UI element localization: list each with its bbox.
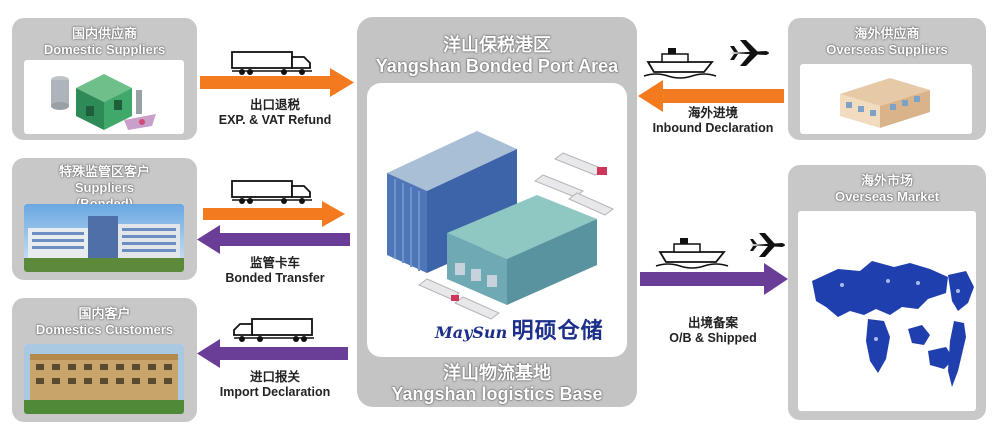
building-icon <box>24 344 184 414</box>
label-en: Import Declaration <box>219 385 331 399</box>
center-base-en: Yangshan logistics Base <box>391 384 603 404</box>
arrow-import-declaration <box>197 339 348 368</box>
label-en: Inbound Declaration <box>652 121 774 135</box>
overseas-factory-image <box>800 64 972 134</box>
label-cn: 海外进境 <box>687 106 738 120</box>
factory-image <box>24 60 184 134</box>
building-icon <box>840 78 930 128</box>
panel-domestic-customers: 国内客户 Domestics Customers <box>12 298 197 422</box>
center-title-en: Yangshan Bonded Port Area <box>375 56 619 76</box>
panel-title: 特殊监管区客户 Suppliers (Bonded) <box>12 164 197 212</box>
panel-title-en: Domestics Customers <box>35 322 174 337</box>
panel-title-cn: 国内供应商 <box>71 26 137 41</box>
panel-title-en: Overseas Suppliers <box>826 42 948 57</box>
warehouse-icon <box>387 131 614 320</box>
arrow-bonded-in <box>203 201 345 227</box>
label-import-declaration: 进口报关 Import Declaration <box>200 370 350 400</box>
airplane-icon <box>730 40 769 66</box>
center-base-cn: 洋山物流基地 <box>443 363 551 383</box>
panel-domestic-suppliers: 国内供应商 Domestic Suppliers <box>12 18 197 140</box>
panel-title-cn: 特殊监管区客户 <box>58 164 150 179</box>
center-base: 洋山物流基地 Yangshan logistics Base <box>357 363 637 405</box>
panel-overseas-market: 海外市场 Overseas Market <box>788 165 986 420</box>
label-cn: 监管卡车 <box>249 256 300 270</box>
warehouse-image: MaySun 明硕仓储 <box>367 83 627 357</box>
label-export-refund: 出口退税 EXP. & VAT Refund <box>200 98 350 128</box>
label-cn: 出境备案 <box>687 316 738 330</box>
label-en: Bonded Transfer <box>225 271 325 285</box>
logo-latin: MaySun <box>435 323 508 342</box>
arrow-bonded-out <box>197 225 350 254</box>
panel-overseas-suppliers: 海外供应商 Overseas Suppliers <box>788 18 986 140</box>
panel-yangshan-bonded-port: 洋山保税港区 Yangshan Bonded Port Area <box>357 17 637 407</box>
logo-cn: 明硕仓储 <box>511 318 604 343</box>
center-title: 洋山保税港区 Yangshan Bonded Port Area <box>357 35 637 77</box>
panel-title-cn: 海外供应商 <box>854 26 920 41</box>
maysun-logo: MaySun 明硕仓储 <box>435 313 635 345</box>
building-icon <box>24 204 184 272</box>
world-map-icon <box>812 261 974 387</box>
panel-title-cn: 海外市场 <box>860 173 913 188</box>
ship-icon <box>643 48 717 79</box>
world-map-image <box>798 211 976 411</box>
panel-title-cn: 国内客户 <box>78 306 131 321</box>
bonded-building-image <box>24 204 184 272</box>
factory-icon <box>51 74 156 130</box>
arrow-outbound <box>640 263 788 295</box>
panel-title-en: Overseas Market <box>834 189 940 204</box>
truck-icon <box>233 318 314 342</box>
ship-icon <box>655 238 729 269</box>
arrow-export-refund <box>200 68 354 97</box>
center-title-cn: 洋山保税港区 <box>443 35 551 55</box>
customers-building-image <box>24 344 184 414</box>
label-cn: 进口报关 <box>249 370 300 384</box>
label-inbound-declaration: 海外进境 Inbound Declaration <box>638 106 788 136</box>
panel-title-en: Domestic Suppliers <box>43 42 166 57</box>
truck-icon <box>231 51 312 75</box>
airplane-icon <box>750 233 785 257</box>
panel-special-zone: 特殊监管区客户 Suppliers (Bonded) <box>12 158 197 280</box>
label-cn: 出口退税 <box>249 98 300 112</box>
panel-title: 国内供应商 Domestic Suppliers <box>12 26 197 58</box>
label-outbound: 出境备案 O/B & Shipped <box>638 316 788 346</box>
panel-title: 海外市场 Overseas Market <box>788 173 986 205</box>
panel-title: 海外供应商 Overseas Suppliers <box>788 26 986 58</box>
truck-icon <box>231 180 312 204</box>
label-en: O/B & Shipped <box>669 331 757 345</box>
label-en: EXP. & VAT Refund <box>218 113 332 127</box>
panel-title-en: Suppliers <box>74 180 135 195</box>
panel-title: 国内客户 Domestics Customers <box>12 306 197 338</box>
label-bonded-transfer: 监管卡车 Bonded Transfer <box>200 256 350 286</box>
